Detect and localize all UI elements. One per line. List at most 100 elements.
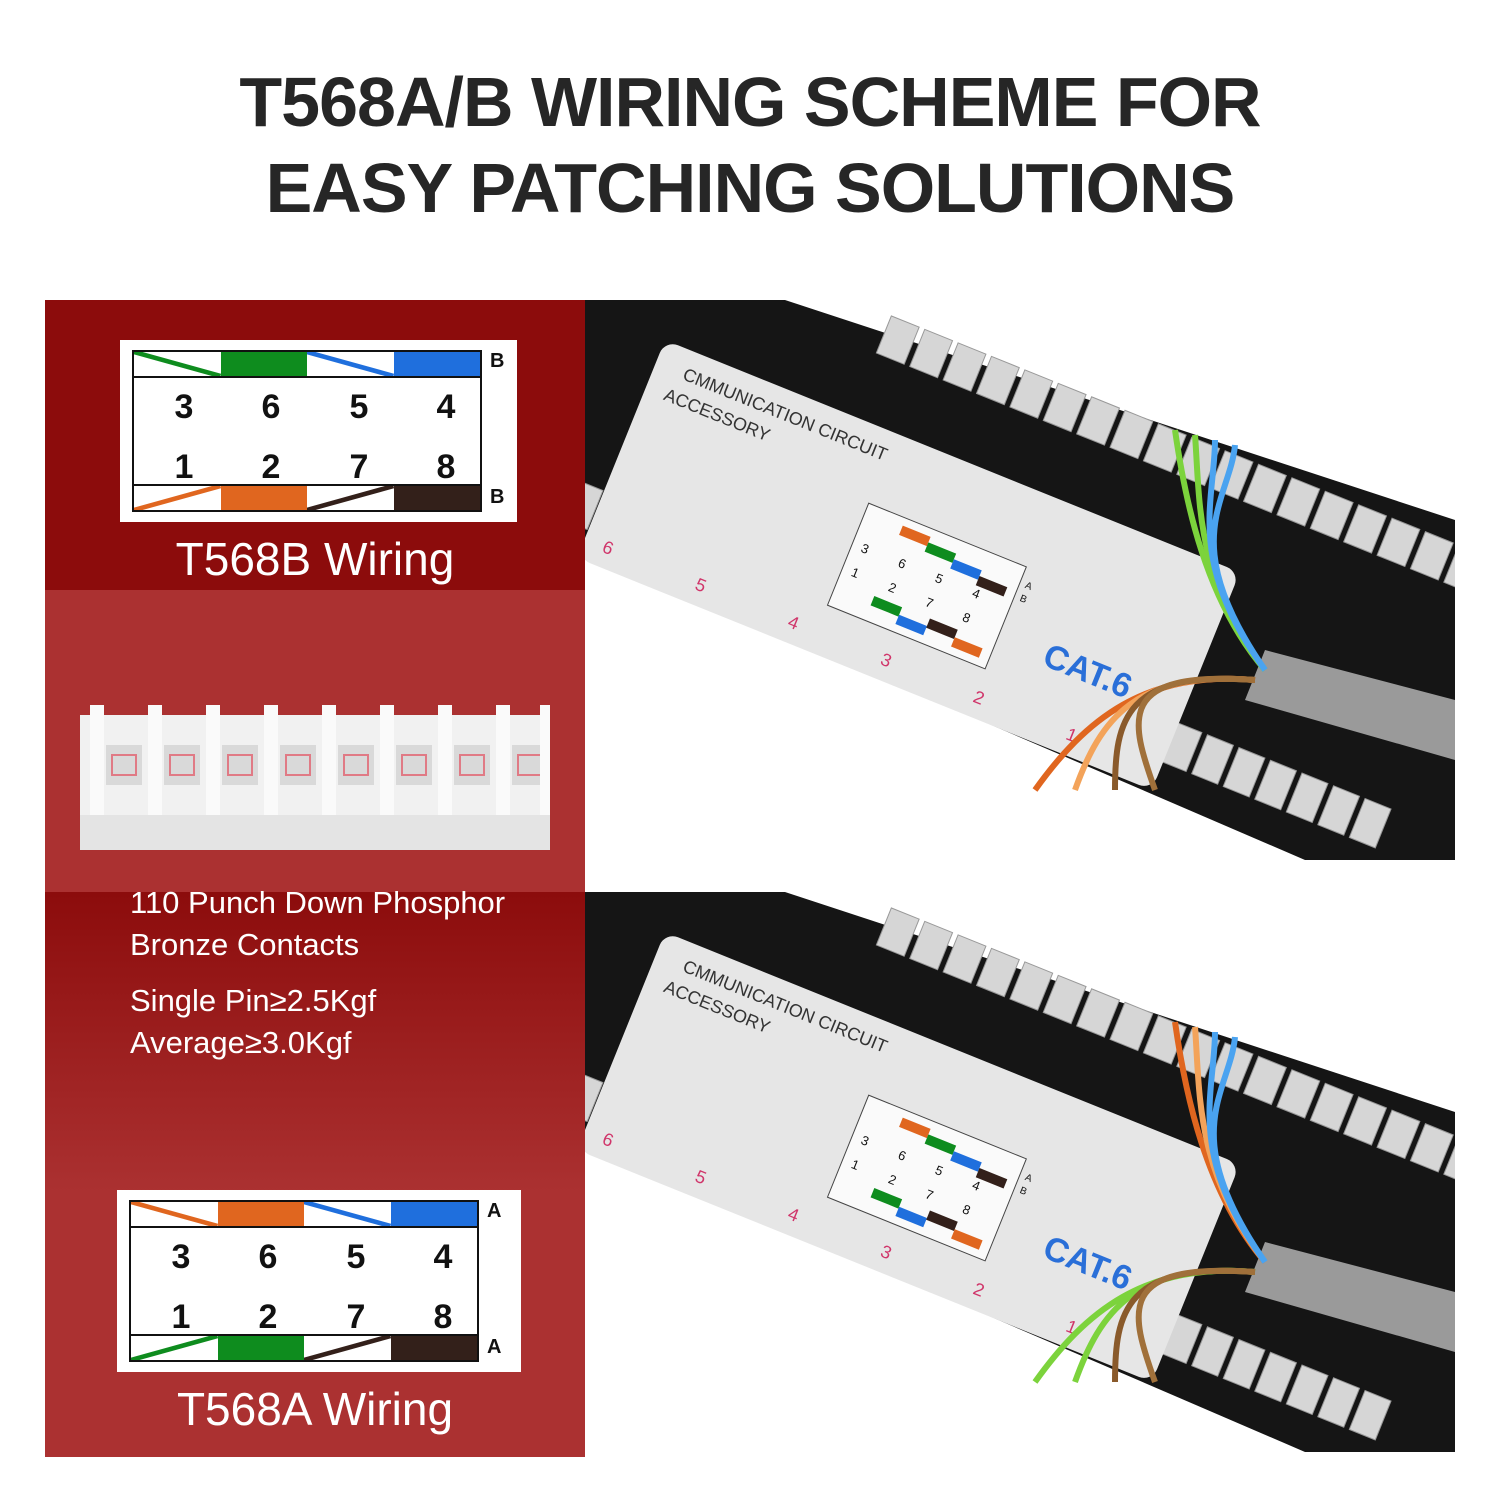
port: [1222, 746, 1266, 798]
port: [1409, 531, 1454, 581]
orange-wire: [220, 486, 307, 510]
port: [1242, 1055, 1287, 1106]
mini-wire: [926, 618, 958, 640]
t568b-label: T568B Wiring: [175, 533, 455, 585]
port: [942, 342, 987, 392]
port: [1242, 463, 1287, 514]
mini-frame: [826, 1094, 1027, 1262]
bronze-contact: [111, 754, 137, 776]
mini-wire: [950, 559, 982, 580]
pin-number: 3: [174, 388, 194, 426]
white-blue-wire: [307, 352, 394, 376]
port-row-top: [875, 907, 1455, 1187]
mini-wire: [950, 1151, 982, 1172]
patch-panel-photo-b: CMMUNICATION CIRCUITACCESSORYCAT.6654321…: [585, 300, 1455, 860]
port: [585, 1071, 604, 1123]
contacts-line-4: Average≥3.0Kgf: [130, 1025, 352, 1060]
mini-letter: A: [1023, 1172, 1034, 1185]
port: [975, 947, 1020, 998]
port: [1317, 785, 1361, 836]
port: [1285, 772, 1329, 824]
white-blue-wire: [304, 1202, 391, 1226]
standard-letter: B: [490, 486, 505, 508]
contacts-line-3: Single Pin≥2.5Kgf: [130, 983, 377, 1018]
title-line-1: T568A/B WIRING SCHEME FOR: [239, 63, 1261, 141]
contacts-specs: Single Pin≥2.5Kgf Average≥3.0Kgf: [130, 980, 376, 1064]
pin-number: 3: [171, 1238, 191, 1276]
port: [1191, 1326, 1235, 1377]
top-wire-strip: [134, 352, 480, 378]
port: [1009, 961, 1054, 1011]
bronze-contact: [459, 754, 485, 776]
mini-letter: B: [1018, 1185, 1029, 1198]
port: [1309, 490, 1354, 541]
pin-number: 7: [349, 448, 369, 486]
port: [1109, 1001, 1154, 1052]
white-green-wire: [134, 352, 221, 376]
port: [875, 315, 920, 365]
block-tooth: [380, 705, 394, 815]
mini-wire: [975, 575, 1008, 597]
conductor-bottom: [1135, 1267, 1256, 1384]
orange-wire: [217, 1202, 304, 1226]
bronze-contact: [343, 754, 369, 776]
block-base: [80, 815, 550, 850]
block-tooth: [264, 705, 278, 815]
port: [1075, 988, 1121, 1038]
port: [1042, 382, 1087, 433]
port: [875, 907, 920, 957]
port: [1254, 1351, 1298, 1403]
white-orange-wire: [134, 486, 221, 510]
pin-number: 5: [349, 388, 369, 426]
patch-panel-photo-a: CMMUNICATION CIRCUITACCESSORYCAT.6654321…: [585, 892, 1455, 1457]
mini-wire: [895, 1206, 927, 1228]
t568a-label: T568A Wiring: [176, 1383, 454, 1435]
green-wire: [217, 1336, 304, 1360]
port: [1348, 797, 1392, 849]
mini-letter: B: [1018, 593, 1029, 606]
port: [1348, 1389, 1392, 1441]
mini-letter: A: [1023, 580, 1034, 593]
white-brown-wire: [307, 486, 394, 510]
port: [1276, 477, 1321, 527]
block-tooth: [206, 705, 220, 815]
port: [1343, 1096, 1388, 1146]
standard-letter: B: [490, 350, 505, 372]
port: [1376, 517, 1421, 568]
port: [909, 920, 954, 971]
bottom-wire-strip: [134, 484, 480, 510]
contacts-line-2: Bronze Contacts: [130, 927, 360, 962]
mini-frame: [826, 502, 1027, 670]
green-wire: [220, 352, 307, 376]
mini-wire: [924, 542, 957, 563]
port: [942, 934, 987, 984]
mini-wire: [870, 1188, 903, 1209]
port: [1075, 396, 1121, 446]
bronze-contact: [285, 754, 311, 776]
pin-number: 2: [261, 448, 281, 486]
punch-down-block-image: [80, 705, 550, 850]
port: [585, 479, 604, 531]
block-tooth: [148, 705, 162, 815]
top-wire-strip: [131, 1202, 477, 1228]
mini-wire: [899, 525, 931, 547]
brown-wire: [390, 1336, 477, 1360]
conductor-top: [1210, 444, 1268, 672]
white-orange-wire: [131, 1202, 218, 1226]
pin-number: 1: [174, 448, 194, 486]
cable-jacket: [1245, 650, 1455, 760]
port: [1191, 734, 1235, 785]
contacts-title: 110 Punch Down Phosphor Bronze Contacts: [130, 882, 505, 966]
block-tooth: [438, 705, 452, 815]
pin-number: 5: [346, 1238, 366, 1276]
port: [1254, 759, 1298, 811]
conductor-bottom: [1135, 675, 1256, 792]
port: [1009, 369, 1054, 419]
mini-wire: [895, 614, 927, 636]
port: [1443, 544, 1455, 595]
port-row-top: [875, 315, 1455, 595]
contacts-line-1: 110 Punch Down Phosphor: [130, 885, 506, 920]
